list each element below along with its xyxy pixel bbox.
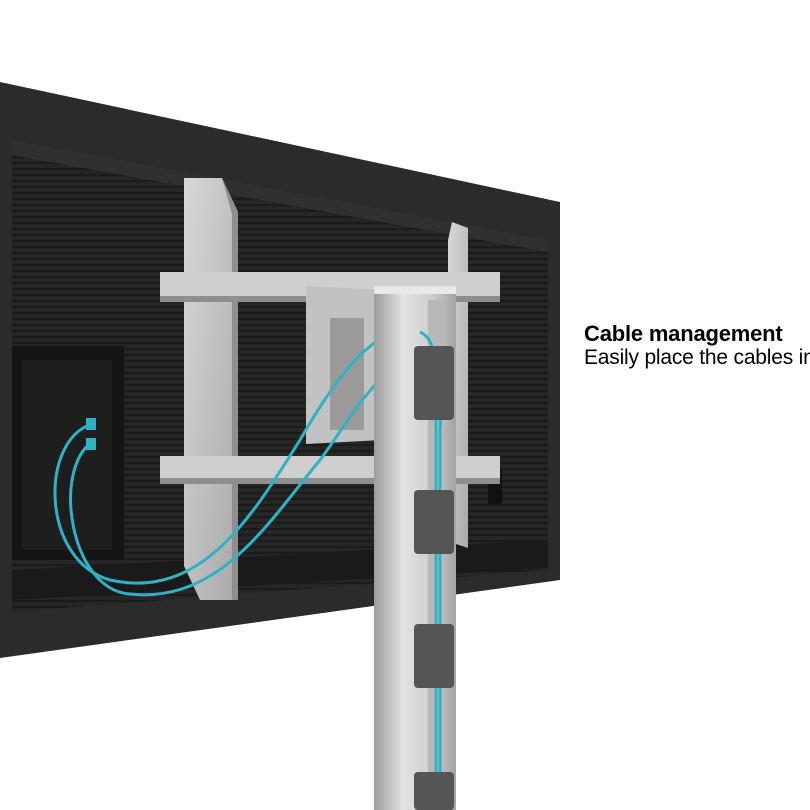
feature-caption: Cable management Easily place the cables… bbox=[584, 321, 810, 370]
hdmi-cables bbox=[53, 328, 431, 597]
tv-back bbox=[0, 82, 560, 658]
caption-subtitle: Easily place the cables in bbox=[584, 346, 810, 369]
cable-clips bbox=[414, 346, 454, 810]
caption-title: Cable management bbox=[584, 321, 783, 346]
